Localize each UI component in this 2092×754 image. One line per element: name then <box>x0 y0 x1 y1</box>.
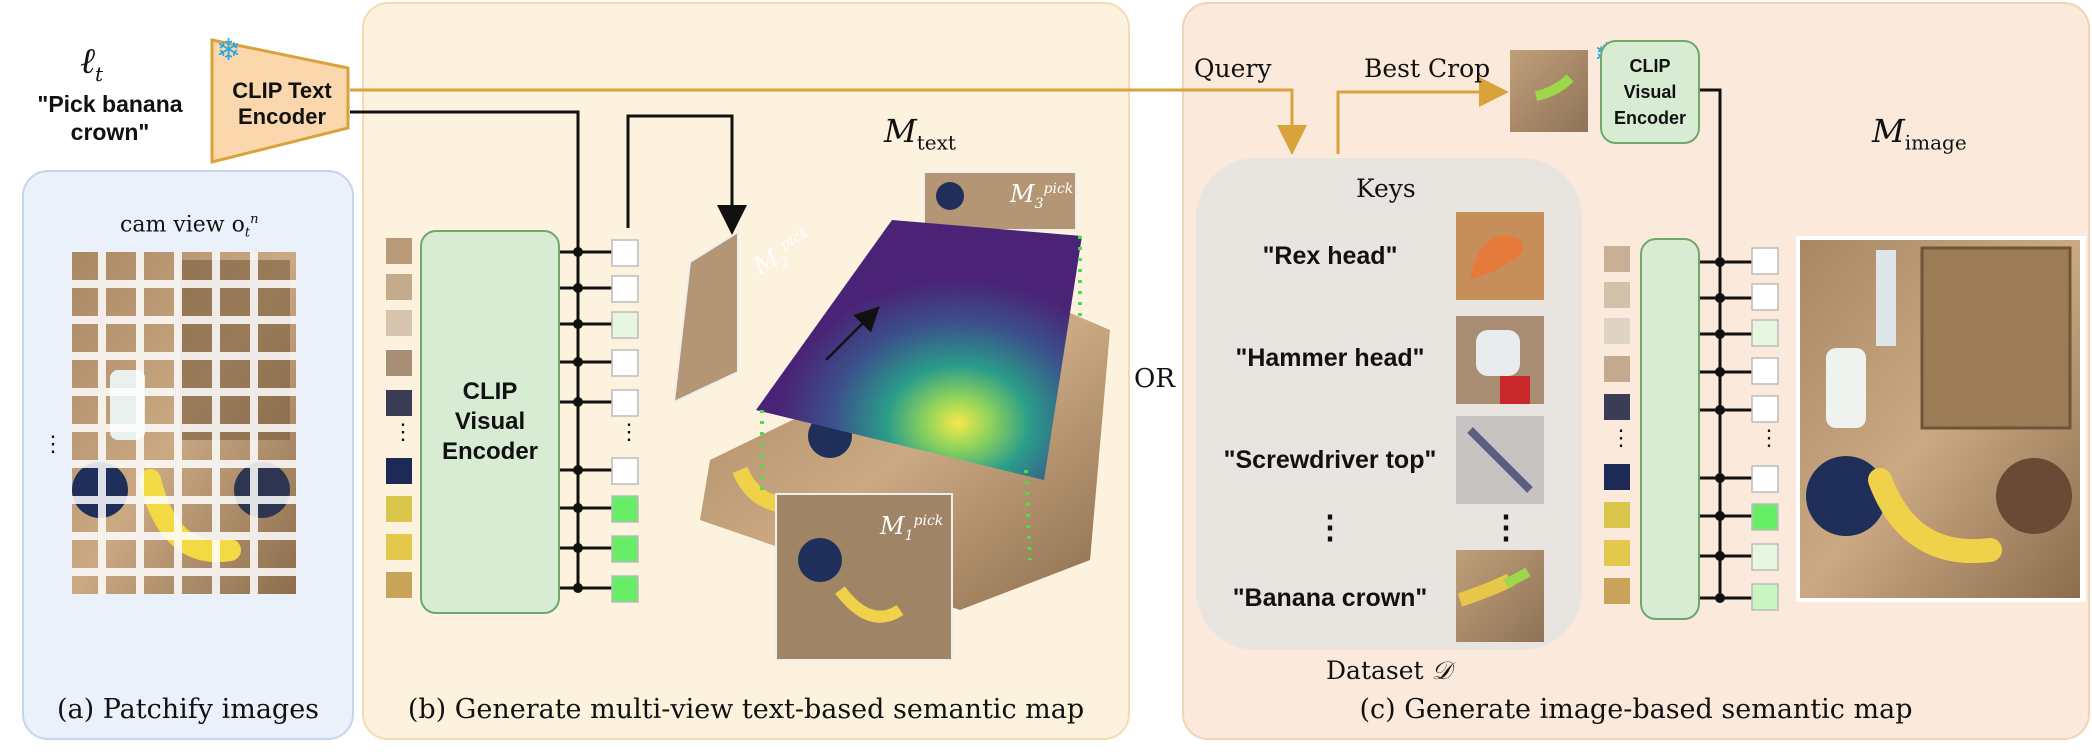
image-semantic-map <box>1796 236 2086 602</box>
text-embedding-bus <box>350 110 580 590</box>
best-crop-label: Best Crop <box>1364 54 1491 83</box>
clip-visual-encoder-column-c <box>1640 238 1700 620</box>
best-crop-image <box>1510 50 1588 132</box>
key-ellipsis: ⋮ <box>1314 509 1346 545</box>
text-encoder-label: CLIP Text Encoder <box>232 78 332 129</box>
key-screwdriver-top: "Screwdriver top" <box>1223 446 1437 474</box>
panel-a-caption: (a) Patchify images <box>56 694 320 725</box>
keys-title: Keys <box>1356 174 1416 203</box>
view-map-3-label: M3pick <box>1010 180 1074 212</box>
similarity-column-b <box>611 239 639 603</box>
patch-column-b <box>386 238 412 598</box>
best-crop-arrow <box>1336 77 1509 154</box>
patch-ellipsis-b: ⋮ <box>392 420 414 445</box>
image-map-label: Mimage <box>1872 112 1967 155</box>
key-rex-head: "Rex head" <box>1262 242 1398 270</box>
key-banana-crown: "Banana crown" <box>1232 584 1428 612</box>
view-ellipsis: ⋮ <box>42 432 64 457</box>
view-map-1-label: M1pick <box>880 512 944 544</box>
patch-column-c <box>1604 246 1630 604</box>
cam-view-label: cam view otn <box>120 212 259 241</box>
patchified-camera-view <box>72 252 296 594</box>
sim-ellipsis-c: ⋮ <box>1758 426 1780 451</box>
text-map-label: Mtext <box>884 112 956 155</box>
key-hammer-head: "Hammer head" <box>1235 344 1425 372</box>
or-label: OR <box>1134 364 1175 394</box>
query-arrow <box>350 88 1307 155</box>
query-label: Query <box>1194 54 1272 83</box>
feature-lines-c <box>1700 260 1752 600</box>
image-embedding-bus <box>1700 88 1722 600</box>
instruction-text: "Pick banana crown" <box>37 91 183 145</box>
map-projection-arrow <box>626 114 747 235</box>
key-thumbnails <box>1456 212 1544 642</box>
clip-visual-encoder-b: CLIP Visual Encoder <box>420 230 560 614</box>
similarity-column-c <box>1751 247 1779 611</box>
text-encoder-shape <box>210 38 350 164</box>
panel-c-caption: (c) Generate image-based semantic map <box>1359 694 1913 725</box>
patch-ellipsis-c: ⋮ <box>1610 426 1632 451</box>
snowflake-icon: ❄ <box>216 33 242 68</box>
sim-ellipsis-b: ⋮ <box>618 420 640 445</box>
instruction-symbol: ℓt <box>80 41 104 87</box>
3d-scene <box>672 171 1110 661</box>
bus-junctions-c <box>1715 257 1725 603</box>
thumb-ellipsis: ⋮ <box>1490 509 1522 545</box>
bus-junctions-b <box>573 247 583 593</box>
panel-b-caption: (b) Generate multi-view text-based seman… <box>407 694 1085 725</box>
clip-visual-encoder-c: CLIP Visual Encoder <box>1600 40 1700 144</box>
dataset-label: Dataset 𝒟 <box>1326 656 1452 685</box>
feature-lines-b <box>560 250 612 590</box>
